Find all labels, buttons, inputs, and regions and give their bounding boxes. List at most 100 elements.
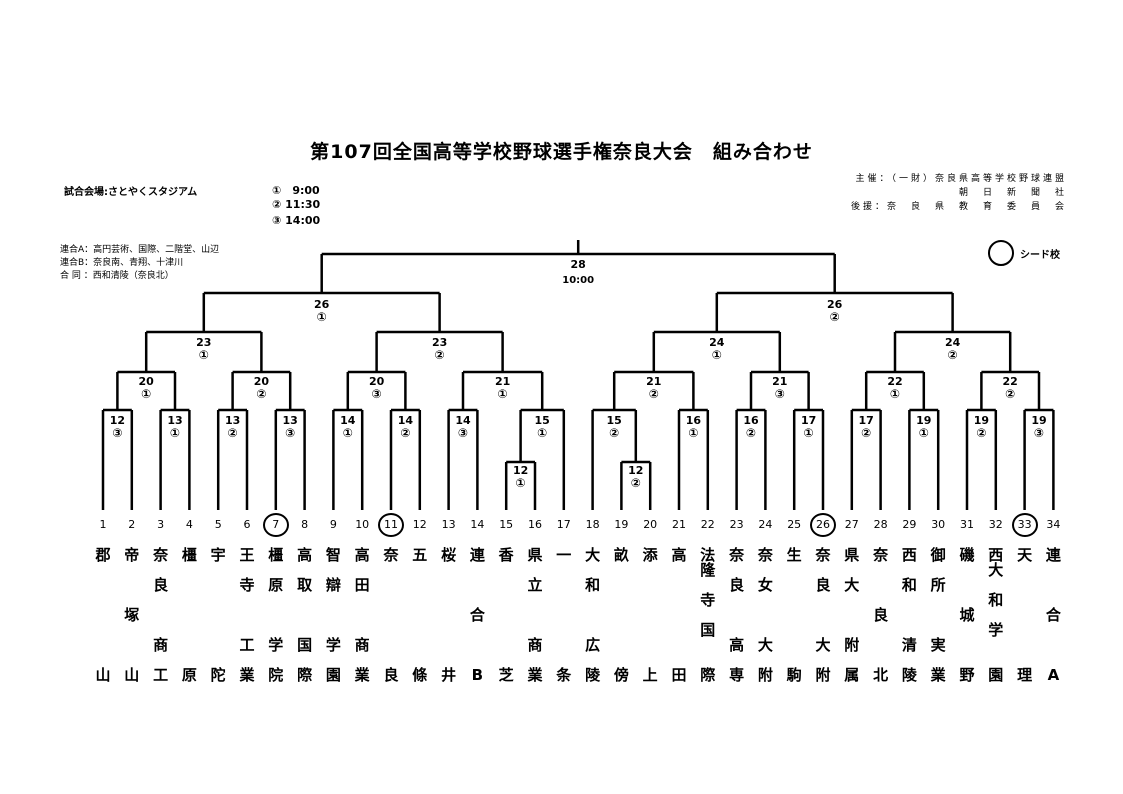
match-day-q4: 24 xyxy=(945,336,961,349)
team-name-char: 西 xyxy=(988,546,1004,564)
match-day-s1: 26 xyxy=(314,298,330,311)
match-day-m14: 17 xyxy=(801,414,816,427)
team-name-char: 郡 xyxy=(95,546,111,564)
team-name-char: 上 xyxy=(642,666,658,684)
match-slot-m4: ③ xyxy=(285,426,295,440)
match-slot-r8: ② xyxy=(1005,387,1015,401)
team-name-char: 寺 xyxy=(700,591,716,609)
team-name-char: B xyxy=(471,666,484,684)
team-name-char: 一 xyxy=(556,546,572,564)
seed-team-number: 33 xyxy=(1011,513,1038,537)
team-name-char: 山 xyxy=(124,666,140,684)
team-number: 19 xyxy=(614,518,629,531)
venue-label: 試合会場:さとやくスタジアム xyxy=(64,187,198,198)
team-name-char: 大 xyxy=(988,561,1004,579)
team-name-char: 際 xyxy=(700,666,716,684)
match-slot-m16: ① xyxy=(919,426,929,440)
match-day-r6: 21 xyxy=(772,375,787,388)
team-number: 5 xyxy=(214,518,222,531)
team-name-char: 和 xyxy=(988,591,1004,609)
team-name-char: 桜 xyxy=(441,546,457,564)
team-name-char: 商 xyxy=(153,636,169,654)
team-name-char: 商 xyxy=(354,636,370,654)
match-day-m11: 15 xyxy=(607,414,622,427)
team-name-char: 園 xyxy=(988,666,1004,684)
match-slot-r5: ② xyxy=(649,387,659,401)
team-name-char: 陵 xyxy=(901,666,917,684)
team-name-char: 奈 xyxy=(815,546,831,564)
team-name-char: 和 xyxy=(901,576,917,594)
match-slot-r3: ③ xyxy=(372,387,382,401)
team-name-char: 奈 xyxy=(153,546,169,564)
team-name-char: 井 xyxy=(441,666,457,684)
team-name-char: 駒 xyxy=(786,666,802,684)
team-name-char: 県 xyxy=(844,546,860,564)
team-name-char: 陵 xyxy=(585,666,601,684)
team-name-char: 学 xyxy=(268,636,284,654)
match-day-m18: 19 xyxy=(1031,414,1046,427)
team-name-char: 寺 xyxy=(239,576,255,594)
note-rengo-a: 連合A：高円芸術、国際、二階堂、山辺 xyxy=(60,245,220,255)
team-name-char: 商 xyxy=(527,636,543,654)
team-name-char: 良 xyxy=(153,576,169,594)
team-name-char: 良 xyxy=(873,606,889,624)
match-day-s2: 26 xyxy=(827,298,843,311)
match-slot-m17: ② xyxy=(976,426,986,440)
match-day-r3: 20 xyxy=(369,375,385,388)
note-godo: 合 同 ：西和清陵（奈良北） xyxy=(60,271,174,281)
match-day-m17: 19 xyxy=(974,414,989,427)
team-name-char: 大 xyxy=(757,636,773,654)
match-day-q2: 23 xyxy=(432,336,447,349)
seed-legend: シード校 xyxy=(988,240,1098,266)
team-name-char: 実 xyxy=(930,636,946,654)
match-day-q1: 23 xyxy=(196,336,211,349)
team-number: 12 xyxy=(412,518,427,531)
team-number: 29 xyxy=(902,518,917,531)
match-slot-m12: ① xyxy=(688,426,698,440)
team-name-char: 良 xyxy=(383,666,399,684)
team-name-char: 奈 xyxy=(873,546,889,564)
seed-team-number: 7 xyxy=(262,513,289,537)
match-slot-q1: ① xyxy=(199,348,209,362)
team-name-char: 高 xyxy=(354,546,370,564)
team-name-char: 橿 xyxy=(268,546,284,564)
match-day-m6: 14 xyxy=(398,414,414,427)
final-day: 28 xyxy=(571,258,586,271)
team-number: 17 xyxy=(556,518,571,531)
team-number: 30 xyxy=(931,518,946,531)
match-slot-m8: ① xyxy=(516,476,526,490)
team-name-char: 香 xyxy=(498,546,514,564)
team-name-char: 野 xyxy=(959,666,975,684)
match-slot-r2: ② xyxy=(256,387,266,401)
team-name-char: 北 xyxy=(873,666,889,684)
team-name-char: 際 xyxy=(297,666,313,684)
match-slot-r4: ① xyxy=(498,387,508,401)
match-slot-m9: ① xyxy=(537,426,547,440)
team-name-char: 附 xyxy=(757,666,773,684)
team-name-char: 大 xyxy=(815,636,831,654)
match-day-m15: 17 xyxy=(859,414,874,427)
note-rengo-b: 連合B：奈良南、青翔、十津川 xyxy=(60,258,184,268)
match-slot-m6: ② xyxy=(400,426,410,440)
team-name-char: 清 xyxy=(901,636,917,654)
team-name-char: 園 xyxy=(325,666,341,684)
time-slot-3: ③ 14:00 xyxy=(272,214,321,227)
team-number: 25 xyxy=(787,518,802,531)
team-number: 10 xyxy=(355,518,370,531)
team-number: 16 xyxy=(528,518,542,531)
team-number: 9 xyxy=(329,518,337,531)
team-name-char: 奈 xyxy=(757,546,773,564)
final-time: 10:00 xyxy=(562,275,594,286)
team-name-char: 原 xyxy=(268,576,284,594)
team-name-char: 学 xyxy=(988,621,1004,639)
team-name-char: 山 xyxy=(95,666,111,684)
team-number: 2 xyxy=(128,518,136,531)
team-name-char: 業 xyxy=(527,666,543,684)
team-name-char: 帝 xyxy=(124,546,140,564)
match-slot-m1: ③ xyxy=(112,426,122,440)
page-title: 第107回全国高等学校野球選手権奈良大会 組み合わせ xyxy=(310,141,813,163)
team-name-char: 隆 xyxy=(700,561,716,579)
team-name-char: 県 xyxy=(527,546,543,564)
team-name-char: 学 xyxy=(325,636,341,654)
